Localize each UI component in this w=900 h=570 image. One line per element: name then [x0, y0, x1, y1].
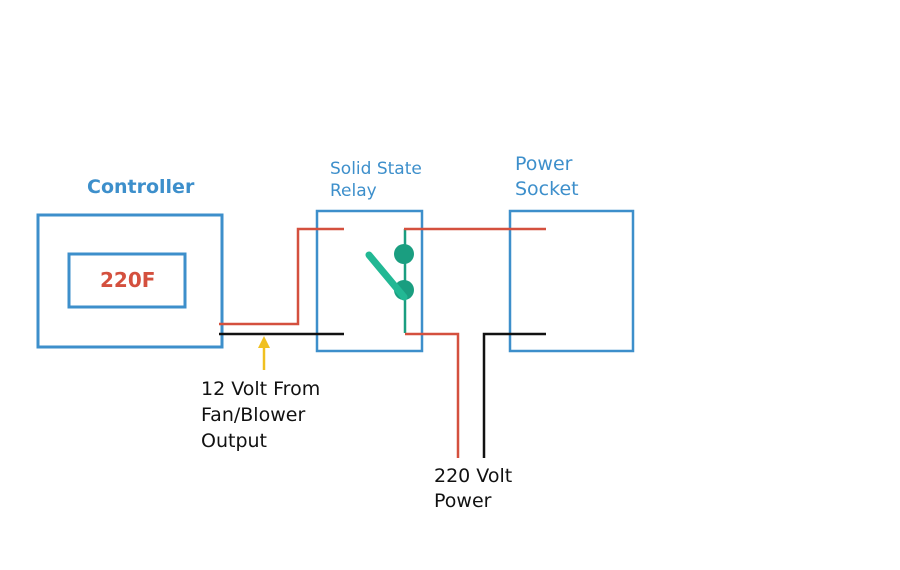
mains-hot-wire — [405, 332, 460, 458]
input-label-line1: 12 Volt From — [201, 378, 321, 400]
mains-label-line1: 220 Volt — [434, 465, 513, 487]
input-arrow-head — [258, 336, 270, 348]
input-label-line3: Output — [201, 430, 267, 452]
mains-neutral-wire — [482, 332, 546, 458]
switch-lever — [365, 251, 408, 301]
socket-label-line1: Power — [515, 153, 573, 175]
control-hot-wire — [219, 227, 344, 326]
relay-box — [315, 209, 424, 353]
controller-display-value: 220F — [100, 268, 156, 292]
relay-label-line2: Relay — [330, 181, 377, 201]
switch-top-terminal — [394, 244, 414, 264]
input-label-line2: Fan/Blower — [201, 404, 306, 426]
controller-box — [36, 213, 224, 349]
socket-label-line2: Socket — [515, 178, 579, 200]
mains-label-line2: Power — [434, 490, 492, 512]
controller-display — [67, 252, 187, 309]
relay-label-line1: Solid State — [330, 159, 422, 179]
socket-box — [508, 209, 635, 353]
controller-label: Controller — [87, 176, 195, 198]
